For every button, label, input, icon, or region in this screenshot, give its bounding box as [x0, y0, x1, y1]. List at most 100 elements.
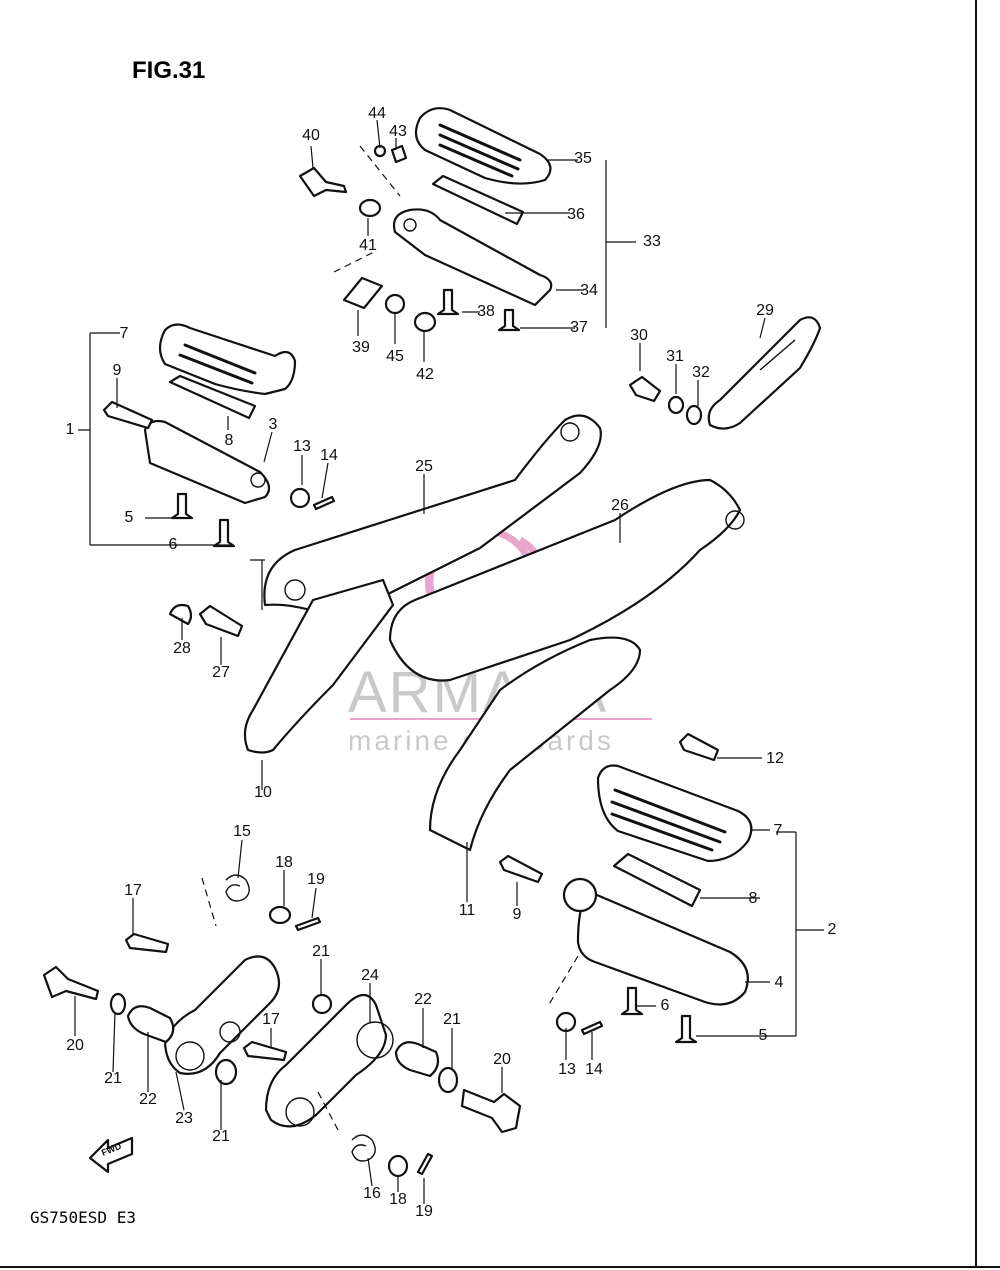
footrest-assembly-2 — [498, 764, 753, 1044]
cotter-pin-14 — [312, 495, 336, 511]
callout-17: 17 — [124, 882, 142, 899]
callout-43: 43 — [389, 123, 407, 140]
bushing-22-right — [394, 1041, 440, 1078]
bolt-5 — [170, 492, 194, 520]
fwd-arrow-icon: FWD — [88, 1136, 134, 1174]
bolt-20-left — [42, 965, 100, 1001]
callout-1: 1 — [66, 421, 75, 438]
pin-9-right — [498, 854, 544, 884]
callout-23: 23 — [175, 1110, 193, 1127]
washer-21-d — [437, 1066, 459, 1094]
spring-43 — [390, 144, 408, 164]
callout-31: 31 — [666, 348, 684, 365]
callout-15: 15 — [233, 823, 251, 840]
callout-39: 39 — [352, 339, 370, 356]
callout-6: 6 — [169, 536, 178, 553]
callout-2: 2 — [828, 921, 837, 938]
callout-45: 45 — [386, 348, 404, 365]
callout-7: 7 — [774, 822, 783, 839]
callout-4: 4 — [775, 974, 784, 991]
plate-29 — [707, 316, 822, 430]
callout-18: 18 — [389, 1191, 407, 1208]
figure-title: FIG.31 — [132, 57, 205, 84]
bracket-26 — [388, 478, 742, 682]
pin-9 — [102, 400, 154, 430]
bolt-6 — [212, 518, 236, 548]
bolt-27 — [198, 604, 244, 638]
passenger-footrest-33 — [298, 107, 553, 333]
callout-8: 8 — [225, 432, 234, 449]
callout-13: 13 — [558, 1061, 576, 1078]
cotter-pin-19-bottom — [416, 1152, 434, 1176]
callout-19: 19 — [415, 1203, 433, 1220]
callout-22: 22 — [414, 991, 432, 1008]
footrest-brackets — [168, 414, 745, 852]
footrest-plate-8 — [168, 374, 257, 420]
callout-20: 20 — [66, 1037, 84, 1054]
callout-21: 21 — [443, 1011, 461, 1028]
callout-33: 33 — [643, 233, 661, 250]
spring-15 — [225, 874, 250, 902]
bolt-12 — [678, 732, 720, 762]
callout-19: 19 — [307, 871, 325, 888]
washer-41 — [358, 198, 382, 218]
plate-group-29 — [628, 316, 822, 430]
footrest-plate-36 — [431, 174, 525, 226]
callout-34: 34 — [580, 282, 598, 299]
cotter-pin-19-top — [294, 916, 322, 932]
linkage-group — [42, 874, 522, 1178]
callout-42: 42 — [416, 366, 434, 383]
footrest-assembly-1 — [102, 323, 336, 548]
callout-24: 24 — [361, 967, 379, 984]
washer-18-bottom — [387, 1154, 409, 1178]
washer-21-b — [214, 1058, 238, 1086]
callout-25: 25 — [415, 458, 433, 475]
pin-17-left — [124, 932, 170, 954]
pin-17-right — [242, 1040, 288, 1062]
callout-38: 38 — [477, 303, 495, 320]
footrest-bracket-3 — [143, 419, 271, 505]
footrest-rubber-7 — [158, 323, 297, 396]
callout-11: 11 — [459, 902, 476, 919]
washer-32 — [685, 404, 703, 426]
cotter-pin-14-right — [580, 1020, 604, 1036]
lever-23 — [163, 955, 281, 1075]
callout-40: 40 — [302, 127, 320, 144]
callout-13: 13 — [293, 438, 311, 455]
callout-12: 12 — [766, 750, 784, 767]
model-code: GS750ESD E3 — [30, 1208, 136, 1227]
bolt-37 — [497, 308, 521, 332]
washer-45 — [384, 293, 406, 315]
washer-18-top — [268, 905, 292, 925]
callout-7: 7 — [120, 325, 129, 342]
callout-27: 27 — [212, 664, 230, 681]
bolt-30 — [628, 375, 662, 403]
footrest-hub — [562, 877, 598, 913]
footrest-bracket-4 — [576, 890, 749, 1006]
frame-plate-10 — [243, 578, 395, 754]
bolt-38 — [436, 288, 460, 316]
footrest-rubber-35 — [414, 107, 552, 185]
callout-16: 16 — [363, 1185, 381, 1202]
bolt-6-right — [620, 986, 644, 1016]
callout-3: 3 — [269, 416, 278, 433]
callout-14: 14 — [320, 447, 338, 464]
nut-42 — [413, 311, 437, 333]
bracket-25 — [263, 414, 602, 615]
washer-13 — [289, 487, 311, 509]
callout-30: 30 — [630, 327, 648, 344]
callout-10: 10 — [254, 784, 272, 801]
plate-39 — [342, 276, 384, 310]
leader-lines — [74, 119, 824, 1204]
bolt-40 — [298, 166, 348, 198]
nut-28 — [168, 603, 193, 626]
callout-9: 9 — [113, 362, 122, 379]
callout-8: 8 — [749, 890, 758, 907]
callout-5: 5 — [759, 1027, 768, 1044]
callout-28: 28 — [173, 640, 191, 657]
callout-5: 5 — [125, 509, 134, 526]
callout-36: 36 — [567, 206, 585, 223]
callout-9: 9 — [513, 906, 522, 923]
bushing-22-left — [126, 1005, 175, 1044]
